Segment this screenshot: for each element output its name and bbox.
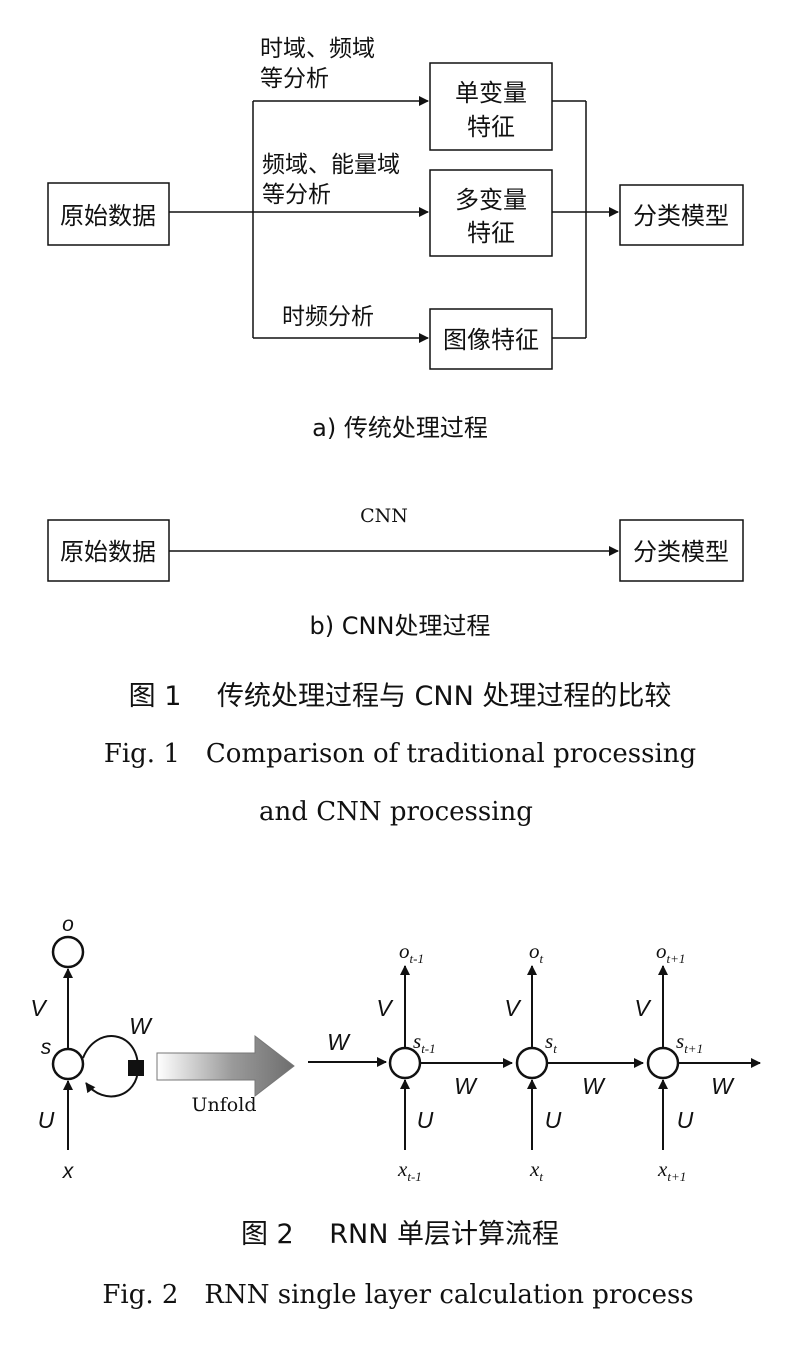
fig1-caption-en-1: Fig. 1 Comparison of traditional process…: [104, 739, 696, 769]
x-label-t-plus-1: xt+1: [657, 1157, 686, 1184]
x-label-t: xt: [529, 1157, 543, 1184]
v-label-t-minus-1: V: [376, 995, 394, 1021]
multivariate-label-1: 多变量: [455, 186, 527, 214]
state-node-t-plus-1: [646, 1046, 680, 1080]
univariate-label-1: 单变量: [455, 79, 527, 107]
raw-data-label-b: 原始数据: [60, 538, 156, 566]
cnn-edge-label: CNN: [360, 505, 408, 527]
image-feature-label: 图像特征: [443, 326, 539, 354]
output-w-label: W: [711, 1073, 735, 1099]
fig2-caption-en: Fig. 2 RNN single layer calculation proc…: [102, 1280, 693, 1310]
folded-x-label: x: [62, 1160, 75, 1183]
folded-o-label: o: [62, 913, 74, 936]
folded-v-label: V: [30, 995, 48, 1021]
univariate-label-2: 特征: [467, 113, 515, 141]
fig2-caption-cn: 图 2 RNN 单层计算流程: [241, 1219, 559, 1250]
w-label-2: W: [582, 1073, 606, 1099]
v-label-t-plus-1: V: [634, 995, 652, 1021]
folded-loop-delay: [128, 1060, 144, 1076]
part-b-caption: b) CNN处理过程: [310, 612, 491, 640]
x-label-t-minus-1: xt-1: [397, 1157, 422, 1184]
folded-s-label: s: [41, 1036, 52, 1059]
univariate-box: [429, 62, 553, 151]
step-t-plus-1: V U ot+1 st+1 xt+1: [634, 939, 703, 1184]
o-label-t-minus-1: ot-1: [399, 939, 424, 966]
v-label-t: V: [504, 995, 522, 1021]
folded-state-node: [51, 1047, 85, 1081]
fig1-caption-cn: 图 1 传统处理过程与 CNN 处理过程的比较: [129, 681, 672, 712]
w-label-1: W: [454, 1073, 478, 1099]
fig1-part-a: 原始数据 单变量 特征 多变量 特征 图像特征 分类模型 时域、频域 等分析 频…: [47, 36, 744, 442]
raw-data-box: [47, 182, 170, 246]
folded-u-label: U: [38, 1107, 55, 1133]
time-freq-label-2: 等分析: [260, 66, 329, 92]
folded-output-node: [51, 935, 85, 969]
s-label-t-minus-1: st-1: [413, 1029, 436, 1056]
s-label-t: st: [545, 1029, 557, 1056]
u-label-t-minus-1: U: [417, 1107, 434, 1133]
fig1-part-b: 原始数据 分类模型 CNN b) CNN处理过程: [47, 505, 744, 640]
classifier-box-b: [619, 519, 744, 582]
freq-energy-label-1: 频域、能量域: [262, 152, 400, 178]
s-label-t-plus-1: st+1: [676, 1029, 703, 1056]
unfold-label: Unfold: [192, 1094, 257, 1116]
raw-data-label: 原始数据: [60, 202, 156, 230]
folded-w-label: W: [129, 1013, 153, 1039]
image-feature-box: [429, 308, 553, 370]
multivariate-box: [429, 169, 553, 257]
u-label-t-plus-1: U: [677, 1107, 694, 1133]
input-w-label: W: [327, 1029, 351, 1055]
part-a-caption: a) 传统处理过程: [312, 414, 488, 442]
fig1-caption-en-2: and CNN processing: [259, 797, 533, 827]
classifier-box: [619, 184, 744, 246]
state-node-t: [515, 1046, 549, 1080]
unfold-arrow: [156, 1034, 295, 1098]
fig2-rnn-diagram: o s V U x W Unfold W V U ot-1 st-1 xt-1: [30, 913, 761, 1184]
o-label-t-plus-1: ot+1: [656, 939, 685, 966]
classifier-label-b: 分类模型: [633, 538, 729, 566]
classifier-label: 分类模型: [633, 202, 729, 230]
o-label-t: ot: [529, 939, 544, 966]
u-label-t: U: [545, 1107, 562, 1133]
time-freq-label-1: 时域、频域: [260, 36, 375, 62]
time-frequency-label: 时频分析: [282, 304, 374, 330]
step-t: V U ot st xt: [504, 939, 561, 1184]
freq-energy-label-2: 等分析: [262, 182, 331, 208]
multivariate-label-2: 特征: [467, 219, 515, 247]
